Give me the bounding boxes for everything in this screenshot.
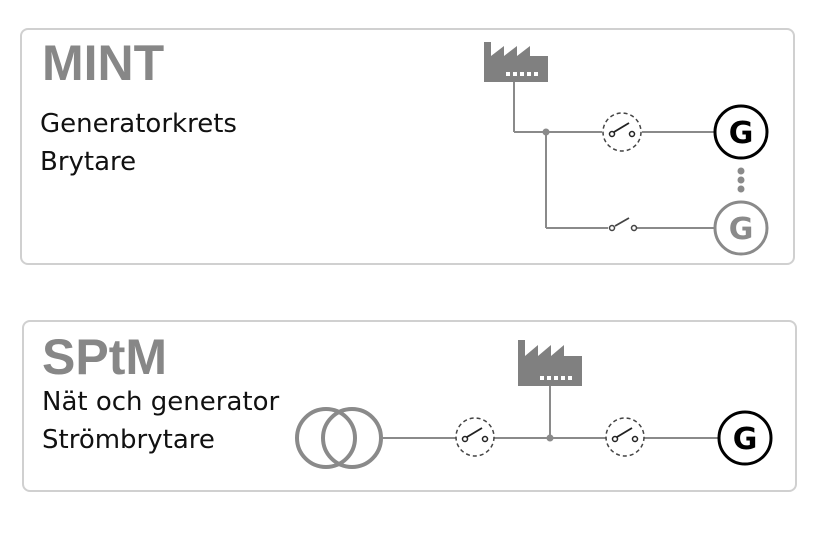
generator-icon: G xyxy=(713,104,769,160)
sptm-title: SPtM xyxy=(42,329,167,385)
generator-label: G xyxy=(729,116,754,151)
factory-icon xyxy=(484,42,548,82)
sptm-diagram: G xyxy=(295,340,773,469)
factory-icon xyxy=(518,340,582,386)
breaker-switch-icon xyxy=(455,417,495,457)
transformer-icon xyxy=(295,407,383,469)
sptm-panel: SPtM Nät och generator Strömbrytare xyxy=(22,320,797,492)
mint-line-1: Generatorkrets xyxy=(40,109,237,139)
breaker-switch-icon xyxy=(605,417,645,457)
mint-wires xyxy=(513,82,714,229)
mint-panel: MINT Generatorkrets Brytare xyxy=(20,28,795,265)
mint-title: MINT xyxy=(42,35,165,91)
generator-label: G xyxy=(733,422,758,457)
sptm-line-2: Strömbrytare xyxy=(42,425,215,455)
generator-icon: G xyxy=(717,410,773,466)
sptm-line-1: Nät och generator xyxy=(42,387,280,417)
mint-line-2: Brytare xyxy=(40,147,137,177)
sptm-wires xyxy=(383,386,718,439)
standby-generator-label: G xyxy=(729,212,754,247)
junction-dot xyxy=(546,434,554,442)
standby-generator-icon: G xyxy=(713,200,769,256)
mint-diagram: G G xyxy=(484,42,769,256)
breaker-switch-icon xyxy=(602,112,642,152)
dots-icon xyxy=(737,167,745,193)
switch-icon xyxy=(608,217,638,232)
junction-dot xyxy=(542,128,550,136)
